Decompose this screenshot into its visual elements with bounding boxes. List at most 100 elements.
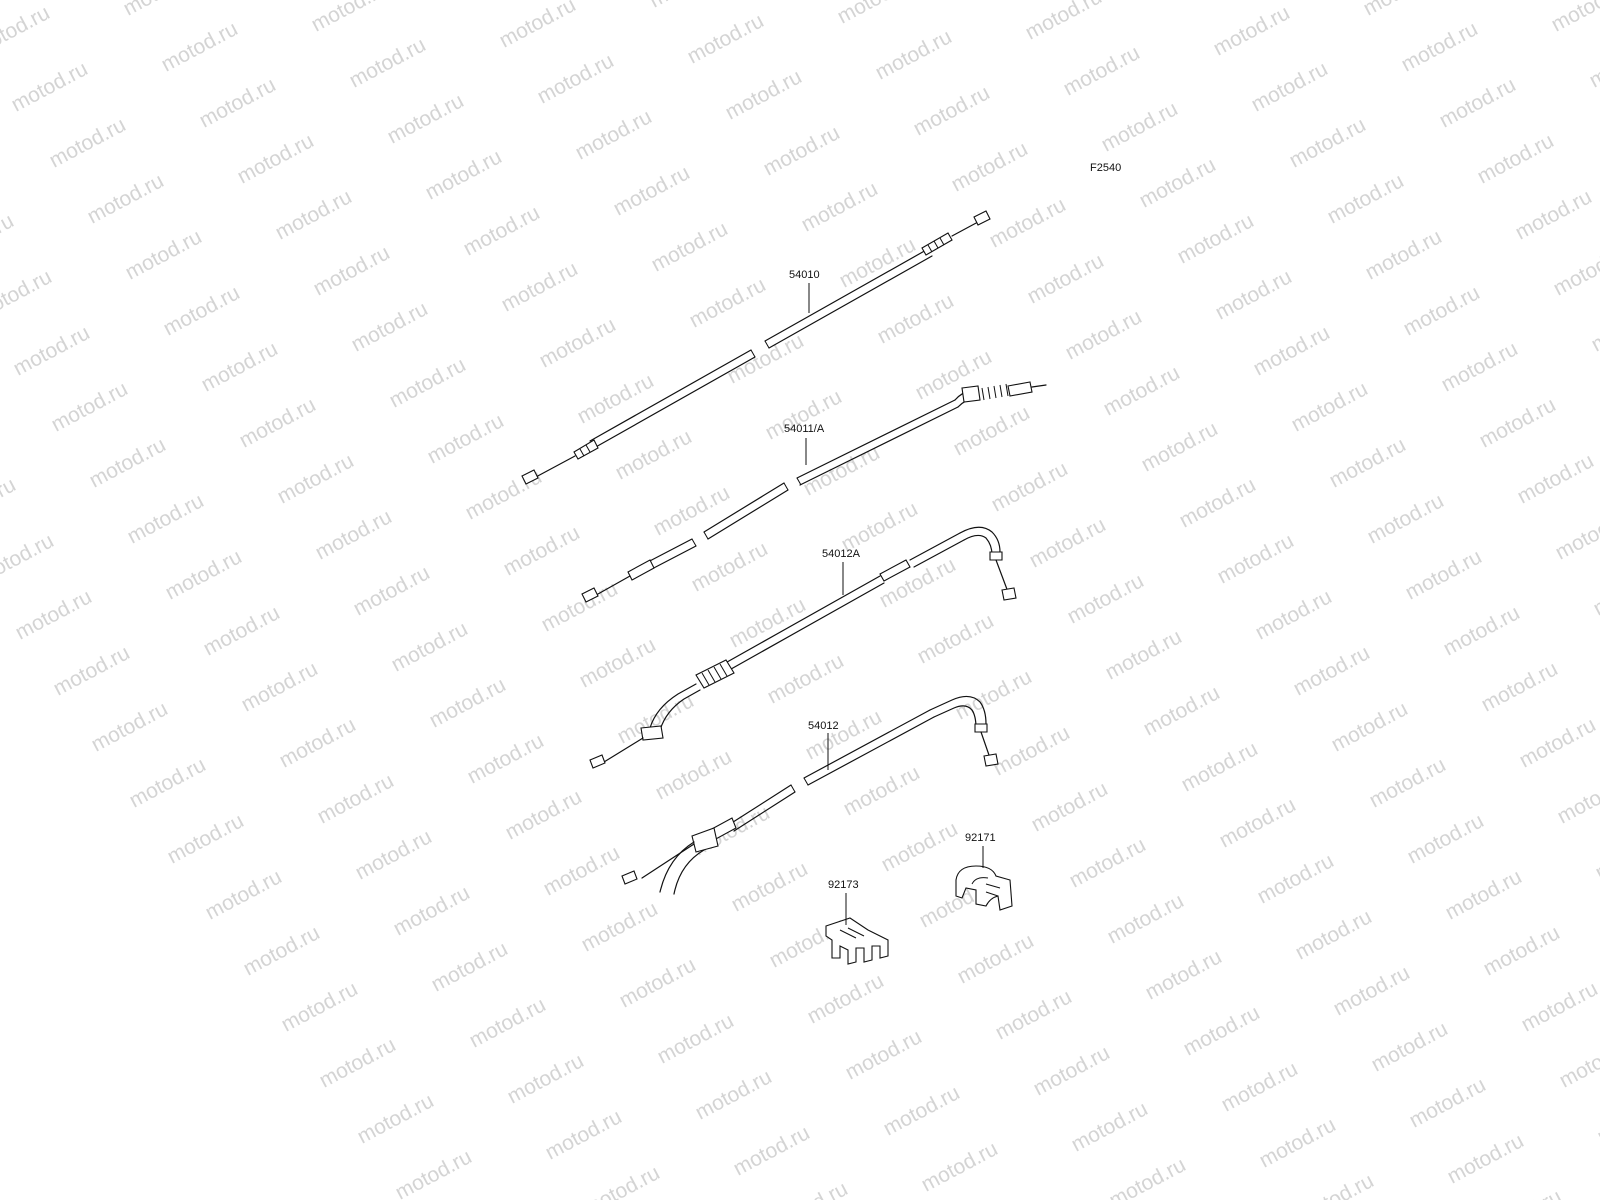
watermark-text: motod.ru xyxy=(1030,1041,1114,1100)
watermark-text: motod.ru xyxy=(798,177,882,236)
watermark-text: motod.ru xyxy=(1288,377,1372,436)
watermark-text: motod.ru xyxy=(1554,769,1600,828)
watermark-text: motod.ru xyxy=(162,545,246,604)
watermark-text: motod.ru xyxy=(424,409,508,468)
watermark-text: motod.ru xyxy=(464,729,548,788)
watermark-text: motod.ru xyxy=(540,841,624,900)
watermark-text: motod.ru xyxy=(0,1,54,60)
watermark-text: motod.ru xyxy=(1400,281,1484,340)
watermark-text: motod.ru xyxy=(88,697,172,756)
watermark-text: motod.ru xyxy=(1592,825,1600,884)
watermark-text: motod.ru xyxy=(1590,561,1600,620)
watermark-text: motod.ru xyxy=(918,1137,1002,1196)
watermark-text: motod.ru xyxy=(1556,1033,1600,1092)
watermark-text: motod.ru xyxy=(10,321,94,380)
part-54010-clutch-cable[interactable] xyxy=(521,210,991,485)
watermark-text: motod.ru xyxy=(312,505,396,564)
part-92171-clamp[interactable] xyxy=(955,865,1013,911)
watermark-text: motod.ru xyxy=(390,881,474,940)
label-54012A: 54012A xyxy=(822,548,861,560)
watermark-text: motod.ru xyxy=(0,0,16,4)
watermark-text: motod.ru xyxy=(0,529,58,588)
watermark-text: motod.ru xyxy=(878,817,962,876)
watermark-text: motod.ru xyxy=(502,785,586,844)
watermark-text: motod.ru xyxy=(198,337,282,396)
watermark-text: motod.ru xyxy=(1404,809,1488,868)
watermark-text: motod.ru xyxy=(1514,449,1598,508)
watermark-text: motod.ru xyxy=(836,233,920,292)
watermark-text: motod.ru xyxy=(990,721,1074,780)
watermark-text: motod.ru xyxy=(86,433,170,492)
watermark-text: motod.ru xyxy=(274,449,358,508)
watermark-text: motod.ru xyxy=(426,673,510,732)
watermark-text: motod.ru xyxy=(648,217,732,276)
watermark-text: motod.ru xyxy=(1100,361,1184,420)
watermark-text: motod.ru xyxy=(202,865,286,924)
watermark-text: motod.ru xyxy=(1172,0,1256,4)
watermark-text: motod.ru xyxy=(948,137,1032,196)
watermark-text: motod.ru xyxy=(1326,433,1410,492)
watermark-text: motod.ru xyxy=(354,1089,438,1148)
label-54011A: 54011/A xyxy=(784,423,825,435)
watermark-text: motod.ru xyxy=(954,929,1038,988)
watermark-text: motod.ru xyxy=(956,1193,1040,1200)
watermark-text: motod.ru xyxy=(236,393,320,452)
watermark-text: motod.ru xyxy=(386,353,470,412)
watermark-text: motod.ru xyxy=(1324,169,1408,228)
watermark-text: motod.ru xyxy=(1436,73,1520,132)
watermark-text: motod.ru xyxy=(914,609,998,668)
watermark-text: motod.ru xyxy=(1252,585,1336,644)
watermark-text: motod.ru xyxy=(84,169,168,228)
watermark-text: motod.ru xyxy=(120,0,204,20)
watermark-text: motod.ru xyxy=(1368,1017,1452,1076)
watermark-text: motod.ru xyxy=(504,1049,588,1108)
watermark-text: motod.ru xyxy=(1060,41,1144,100)
watermark-text: motod.ru xyxy=(764,649,848,708)
watermark-text: motod.ru xyxy=(1066,833,1150,892)
part-54011A-choke-cable[interactable] xyxy=(581,381,1047,603)
watermark-text: motod.ru xyxy=(240,921,324,980)
watermark-text: motod.ru xyxy=(686,273,770,332)
watermark-text: motod.ru xyxy=(1250,321,1334,380)
watermark-text: motod.ru xyxy=(346,33,430,92)
label-92173: 92173 xyxy=(828,879,859,891)
watermark-text: motod.ru xyxy=(840,761,924,820)
watermark-text: motod.ru xyxy=(768,1177,852,1200)
watermark-text: motod.ru xyxy=(1290,641,1374,700)
watermark-text: motod.ru xyxy=(1398,17,1482,76)
watermark-text: motod.ru xyxy=(1548,0,1600,36)
watermark-text: motod.ru xyxy=(196,73,280,132)
part-92173-clamp[interactable] xyxy=(825,917,889,965)
watermark-text: motod.ru xyxy=(1138,417,1222,476)
watermark-text: motod.ru xyxy=(952,665,1036,724)
watermark-text: motod.ru xyxy=(730,1121,814,1180)
watermark-text: motod.ru xyxy=(1140,681,1224,740)
watermark-text: motod.ru xyxy=(1594,1089,1600,1148)
watermark-text: motod.ru xyxy=(1440,601,1524,660)
part-54012A-throttle-cable[interactable] xyxy=(589,526,1017,769)
watermark-text: motod.ru xyxy=(1364,489,1448,548)
watermark-text: motod.ru xyxy=(1136,153,1220,212)
watermark-text: motod.ru xyxy=(1512,185,1596,244)
label-54010: 54010 xyxy=(789,269,820,281)
watermark-text: motod.ru xyxy=(1516,713,1600,772)
figure-code: F2540 xyxy=(1090,162,1121,174)
watermark-text: motod.ru xyxy=(652,745,736,804)
watermark-text: motod.ru xyxy=(804,969,888,1028)
watermark-text: motod.ru xyxy=(1174,209,1258,268)
watermark-text: motod.ru xyxy=(46,113,130,172)
watermark-text: motod.ru xyxy=(314,769,398,828)
part-54012-throttle-cable[interactable] xyxy=(621,695,999,895)
watermark-text: motod.ru xyxy=(272,185,356,244)
watermark-text: motod.ru xyxy=(1178,737,1262,796)
watermark-text: motod.ru xyxy=(1176,473,1260,532)
watermark-text: motod.ru xyxy=(722,65,806,124)
watermark-text: motod.ru xyxy=(1024,249,1108,308)
watermark-text: motod.ru xyxy=(234,129,318,188)
watermark-text: motod.ru xyxy=(1286,113,1370,172)
watermark-text: motod.ru xyxy=(1480,921,1564,980)
watermark-text: motod.ru xyxy=(392,1145,476,1200)
watermark-text: motod.ru xyxy=(1476,393,1560,452)
watermark-text: motod.ru xyxy=(422,145,506,204)
